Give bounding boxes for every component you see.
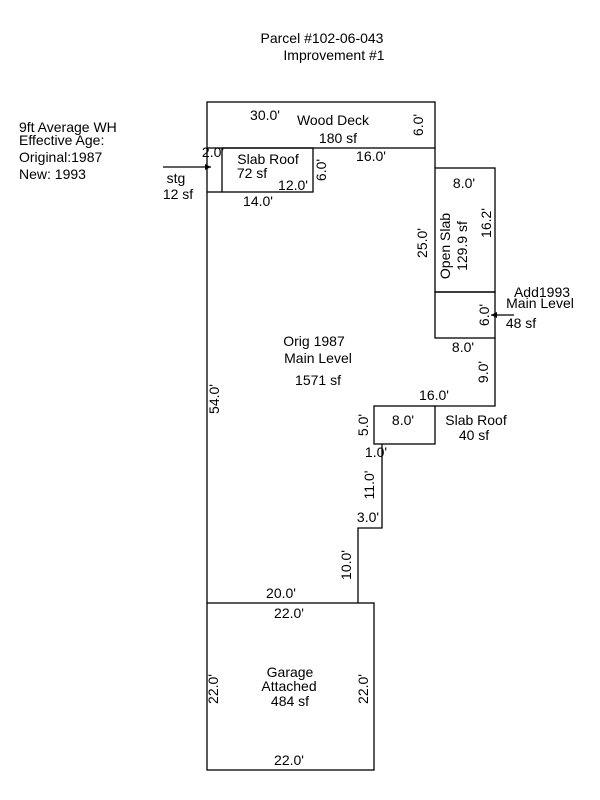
dim-slab-roof-top-depth: 6.0' [313,159,329,181]
orig-area: 1571 sf [295,372,341,388]
add1993-arrowhead-icon [491,312,497,318]
dim-open-slab-depth: 16.2' [478,208,494,238]
dim-main-bottom: 20.0' [266,585,296,601]
dim-jog-1: 1.0' [365,444,387,460]
parcel-number: Parcel #102-06-043 [261,30,384,46]
note-line: Effective Age: [19,132,104,148]
note-line: New: 1993 [19,166,86,182]
dim-open-slab-width: 8.0' [453,175,475,191]
sketch-outlines [163,101,514,771]
main-stepped-wall [357,444,383,603]
garage-outline [206,602,375,771]
dim-main-top-left: 14.0' [243,193,273,209]
dim-deck-depth: 6.0' [410,114,426,136]
dim-deck-width: 30.0' [250,107,280,123]
garage-label: Garage [267,664,314,680]
main-right-lower-wall [435,338,496,407]
wood-deck-label: Wood Deck [297,112,370,128]
dim-open-slab-side: 25.0' [414,228,430,258]
dim-garage-left: 22.0' [205,674,221,704]
dim-slab-roof-mid-depth: 5.0' [355,414,371,436]
slab-roof-mid-label: Slab Roof [445,412,507,428]
dim-garage-bottom: 22.0' [274,752,304,768]
dim-slab-roof-mid-width: 8.0' [392,412,414,428]
wood-deck-area: 180 sf [319,130,357,146]
dim-garage-right: 22.0' [355,674,371,704]
notes-block: 9ft Average WH Effective Age: Original:1… [19,119,117,182]
slab-roof-top-outline [221,147,314,193]
orig-label: Orig 1987 [283,333,345,349]
dim-add-bottom: 8.0' [452,339,474,355]
note-line: 9ft Average WH [19,119,117,135]
stg-arrowhead-icon [205,164,211,170]
garage-area: 484 sf [271,693,309,709]
slab-roof-top-area: 72 sf [237,165,267,181]
add1993-label: Add1993 [514,284,570,300]
slab-roof-mid-outline [373,405,436,445]
improvement-number: Improvement #1 [283,47,384,63]
dim-garage-top: 22.0' [274,605,304,621]
stg-label: stg [167,170,186,186]
open-slab-label: Open Slab [437,213,453,279]
dim-add-depth: 6.0' [476,304,492,326]
wood-deck-outline [206,101,436,149]
dim-wall-10: 10.0' [338,550,354,580]
slab-roof-mid-area: 40 sf [459,427,489,443]
dim-main-left: 54.0' [206,384,222,414]
add1993-area: 48 sf [506,315,536,331]
open-slab-area: 129.9 sf [454,221,470,271]
dim-jog-3: 3.0' [357,509,379,525]
dim-right-lower: 9.0' [475,361,491,383]
stg-area: 12 sf [163,186,193,202]
add1993-sublabel: Main Level [506,295,574,311]
dim-stg-width: 2.0' [202,144,224,160]
dim-deck-step: 16.0' [356,148,386,164]
dim-slab-roof-top-width: 12.0' [278,177,308,193]
dim-wall-11: 11.0' [361,471,377,500]
orig-sublabel: Main Level [284,350,352,366]
note-line: Original:1987 [19,149,102,165]
slab-roof-top-label: Slab Roof [237,151,299,167]
dim-step-16: 16.0' [419,387,449,403]
garage-sublabel: Attached [261,678,316,694]
